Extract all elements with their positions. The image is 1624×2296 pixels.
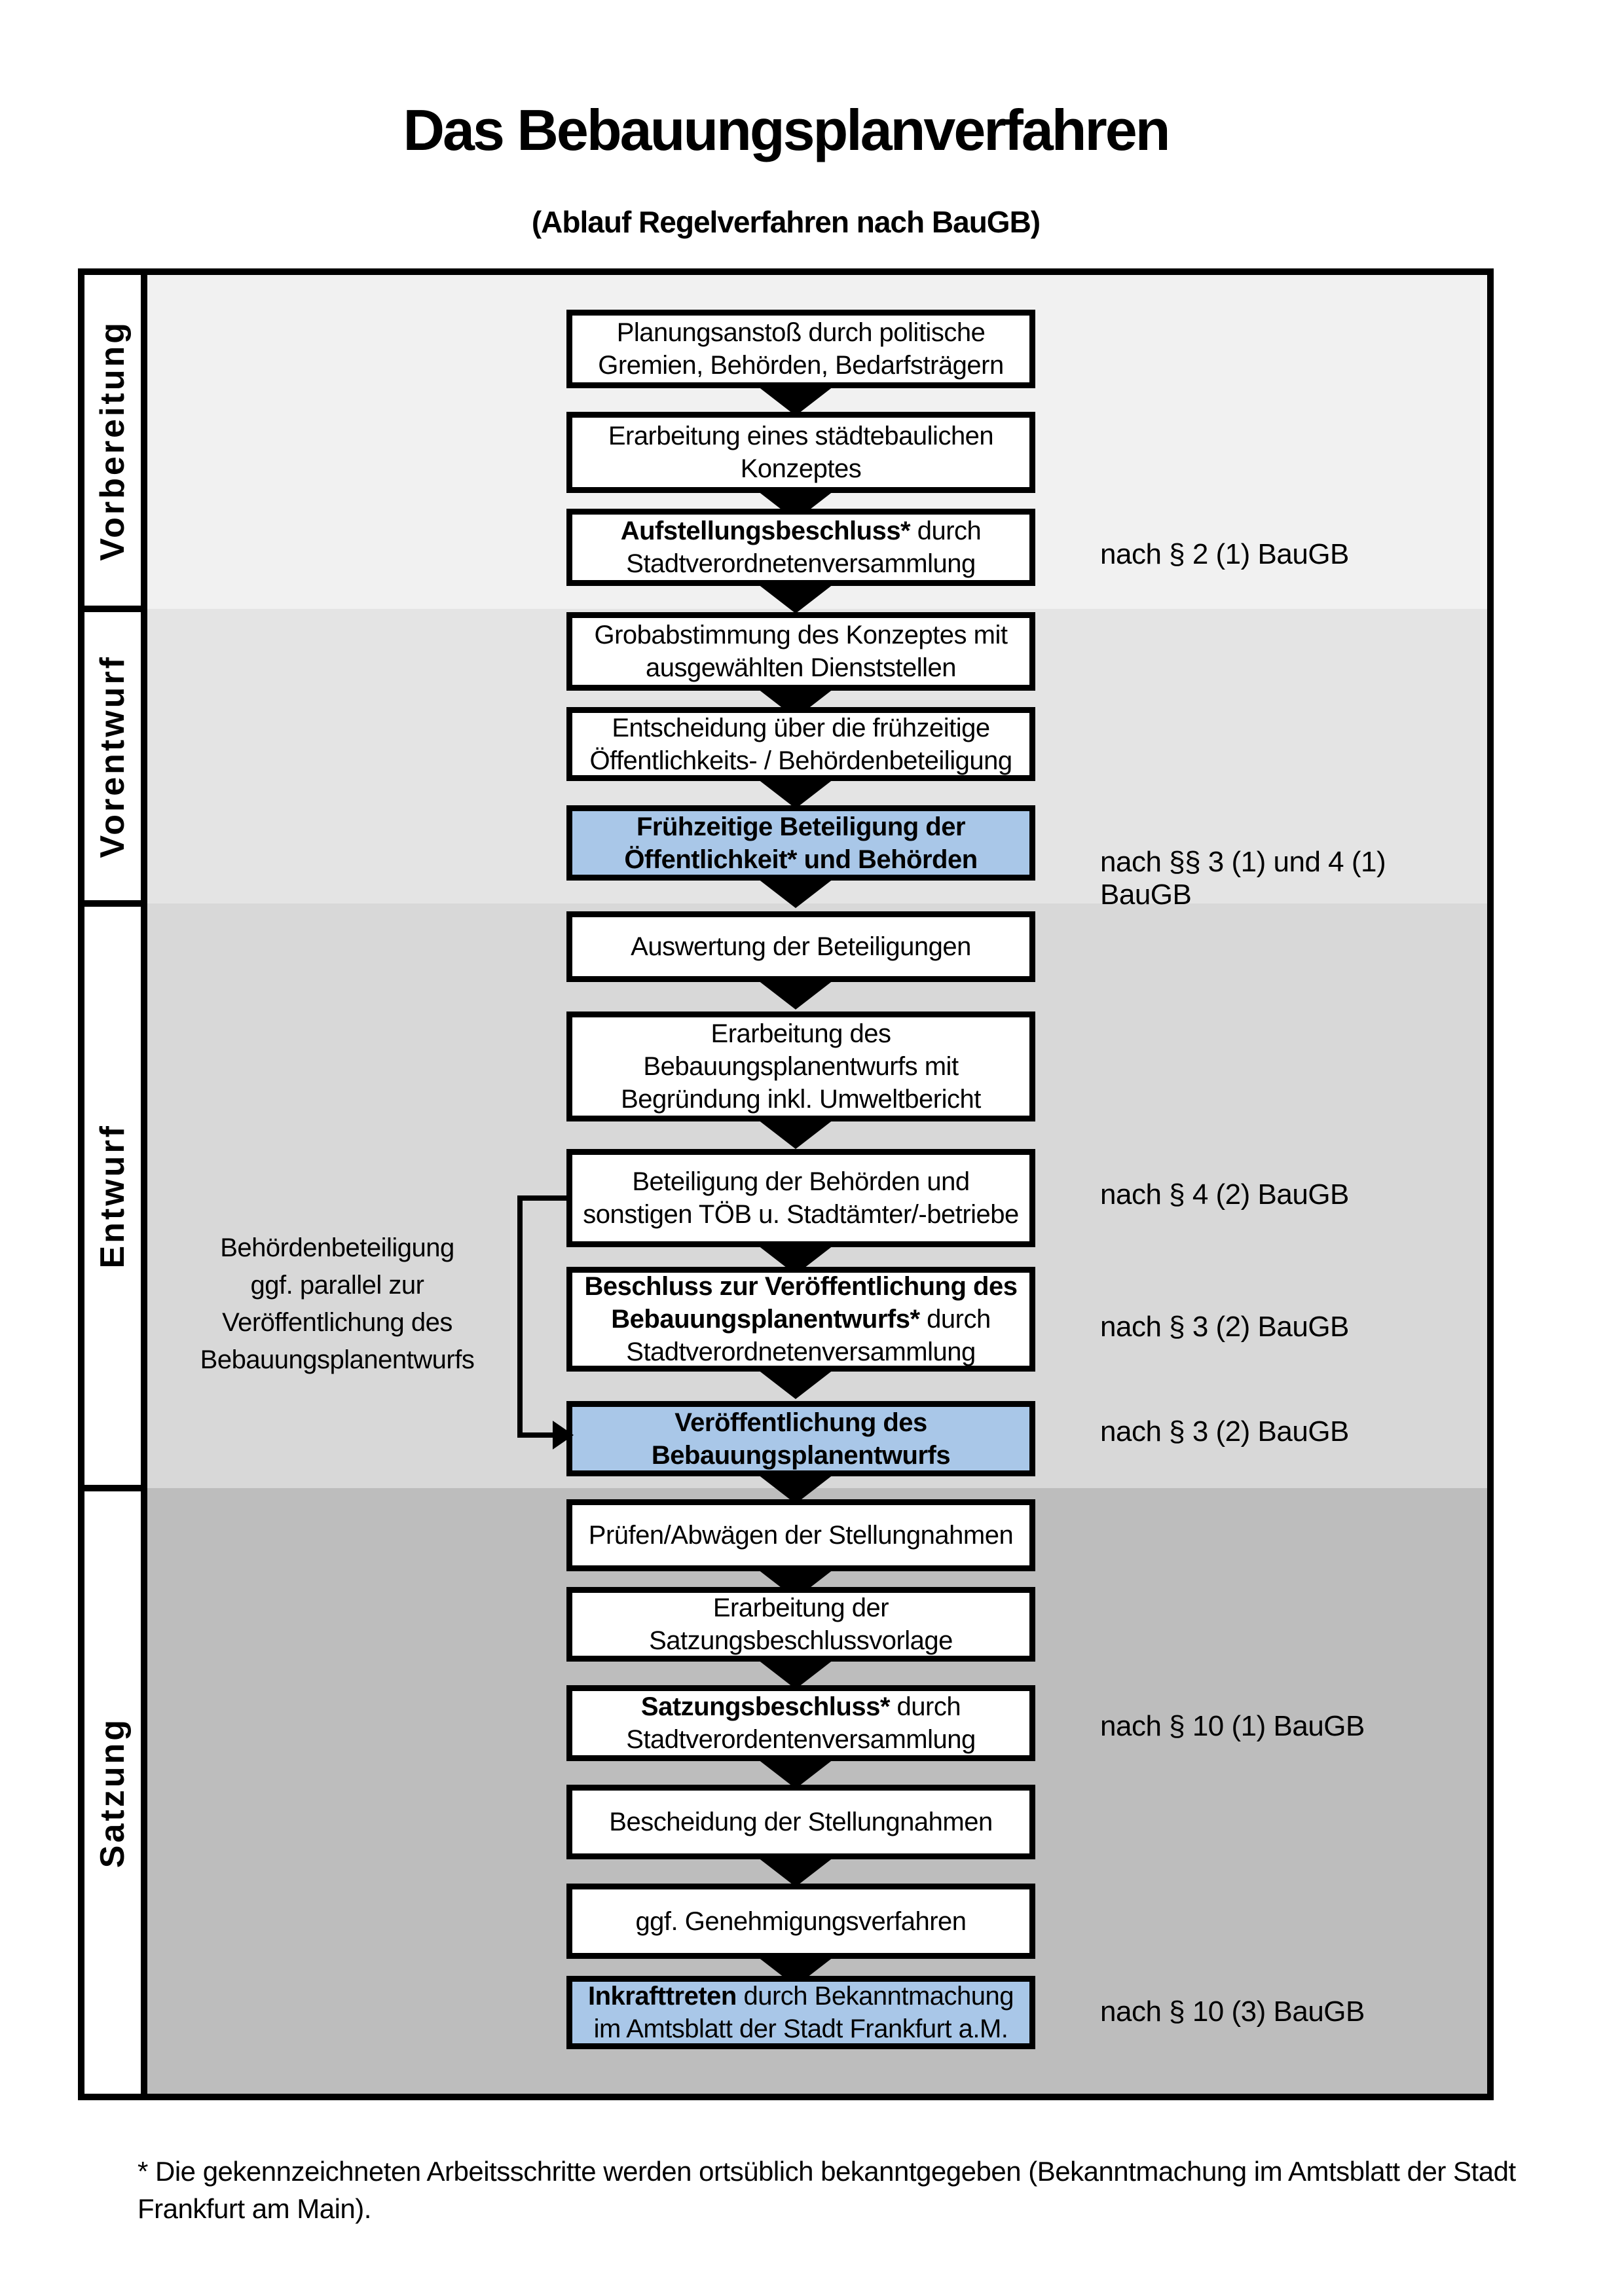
phase-column-divider	[141, 268, 147, 2100]
step-box-10: Beschluss zur Veröffentlichung des Bebau…	[566, 1267, 1035, 1372]
step-box-3: Aufstellungsbeschluss* durch Stadtverord…	[566, 509, 1035, 586]
step-box-11-highlight: Veröffentlichung des Bebauungsplanentwur…	[566, 1401, 1035, 1476]
legal-note: nach § 3 (2) BauGB	[1100, 1311, 1349, 1343]
connector-line	[517, 1432, 557, 1438]
flow-arrow-down-icon	[755, 1855, 836, 1887]
step-box-7: Auswertung der Beteiligungen	[566, 911, 1035, 982]
legal-note: nach § 10 (1) BauGB	[1100, 1710, 1365, 1742]
phase-column	[84, 275, 141, 2094]
step-box-1: Planungsanstoß durch politische Gremien,…	[566, 310, 1035, 388]
connector-line	[517, 1195, 566, 1201]
step-box-9: Beteiligung der Behörden und sonstigen T…	[566, 1149, 1035, 1247]
flow-arrow-down-icon	[755, 1368, 836, 1399]
side-annotation: Behördenbeteiligung ggf. parallel zur Ve…	[200, 1233, 475, 1374]
step-box-2: Erarbeitung eines städtebaulichen Konzep…	[566, 412, 1035, 493]
step-box-4: Grobabstimmung des Konzeptes mit ausgewä…	[566, 612, 1035, 691]
flow-arrow-down-icon	[755, 384, 836, 416]
phase-divider	[78, 606, 147, 612]
flow-arrow-down-icon	[755, 777, 836, 809]
connector-arrow-right-icon	[553, 1421, 574, 1449]
legal-note: nach § 10 (3) BauGB	[1100, 1995, 1365, 2028]
page-title: Das Bebauungsplanverfahren	[403, 98, 1171, 162]
legal-note: nach §§ 3 (1) und 4 (1) BauGB	[1100, 846, 1386, 911]
legal-note: nach § 3 (2) BauGB	[1100, 1415, 1349, 1448]
step-box-16: ggf. Genehmigungsverfahren	[566, 1884, 1035, 1959]
footnote: * Die gekennzeichneten Arbeitsschritte w…	[138, 2156, 1516, 2224]
flow-arrow-down-icon	[755, 582, 836, 613]
flow-arrow-down-icon	[755, 877, 836, 908]
connector-line	[517, 1195, 523, 1438]
flow-arrow-down-icon	[755, 1118, 836, 1149]
page-subtitle: (Ablauf Regelverfahren nach BauGB)	[531, 205, 1041, 239]
phase-divider	[78, 900, 147, 907]
phase-divider	[78, 1485, 147, 1491]
step-box-5: Entscheidung über die frühzeitige Öffent…	[566, 707, 1035, 781]
flow-arrow-down-icon	[755, 1757, 836, 1789]
diagram-frame	[78, 268, 1494, 2100]
legal-note: nach § 4 (2) BauGB	[1100, 1178, 1349, 1211]
flow-arrow-down-icon	[755, 978, 836, 1010]
step-box-17-highlight: Inkrafttreten durch Bekanntmachung im Am…	[566, 1976, 1035, 2049]
step-box-12: Prüfen/Abwägen der Stellungnahmen	[566, 1499, 1035, 1571]
step-box-13: Erarbeitung der Satzungsbeschlussvorlage	[566, 1587, 1035, 1662]
flow-arrow-down-icon	[755, 1472, 836, 1504]
flow-arrow-down-icon	[755, 1658, 836, 1689]
legal-note: nach § 2 (1) BauGB	[1100, 538, 1349, 570]
step-box-6-highlight: Frühzeitige Beteiligung der Öffentlichke…	[566, 805, 1035, 881]
step-box-14: Satzungsbeschluss* durch Stadtverordente…	[566, 1685, 1035, 1761]
step-box-8: Erarbeitung des Bebauungsplanentwurfs mi…	[566, 1011, 1035, 1121]
step-box-15: Bescheidung der Stellungnahmen	[566, 1785, 1035, 1859]
